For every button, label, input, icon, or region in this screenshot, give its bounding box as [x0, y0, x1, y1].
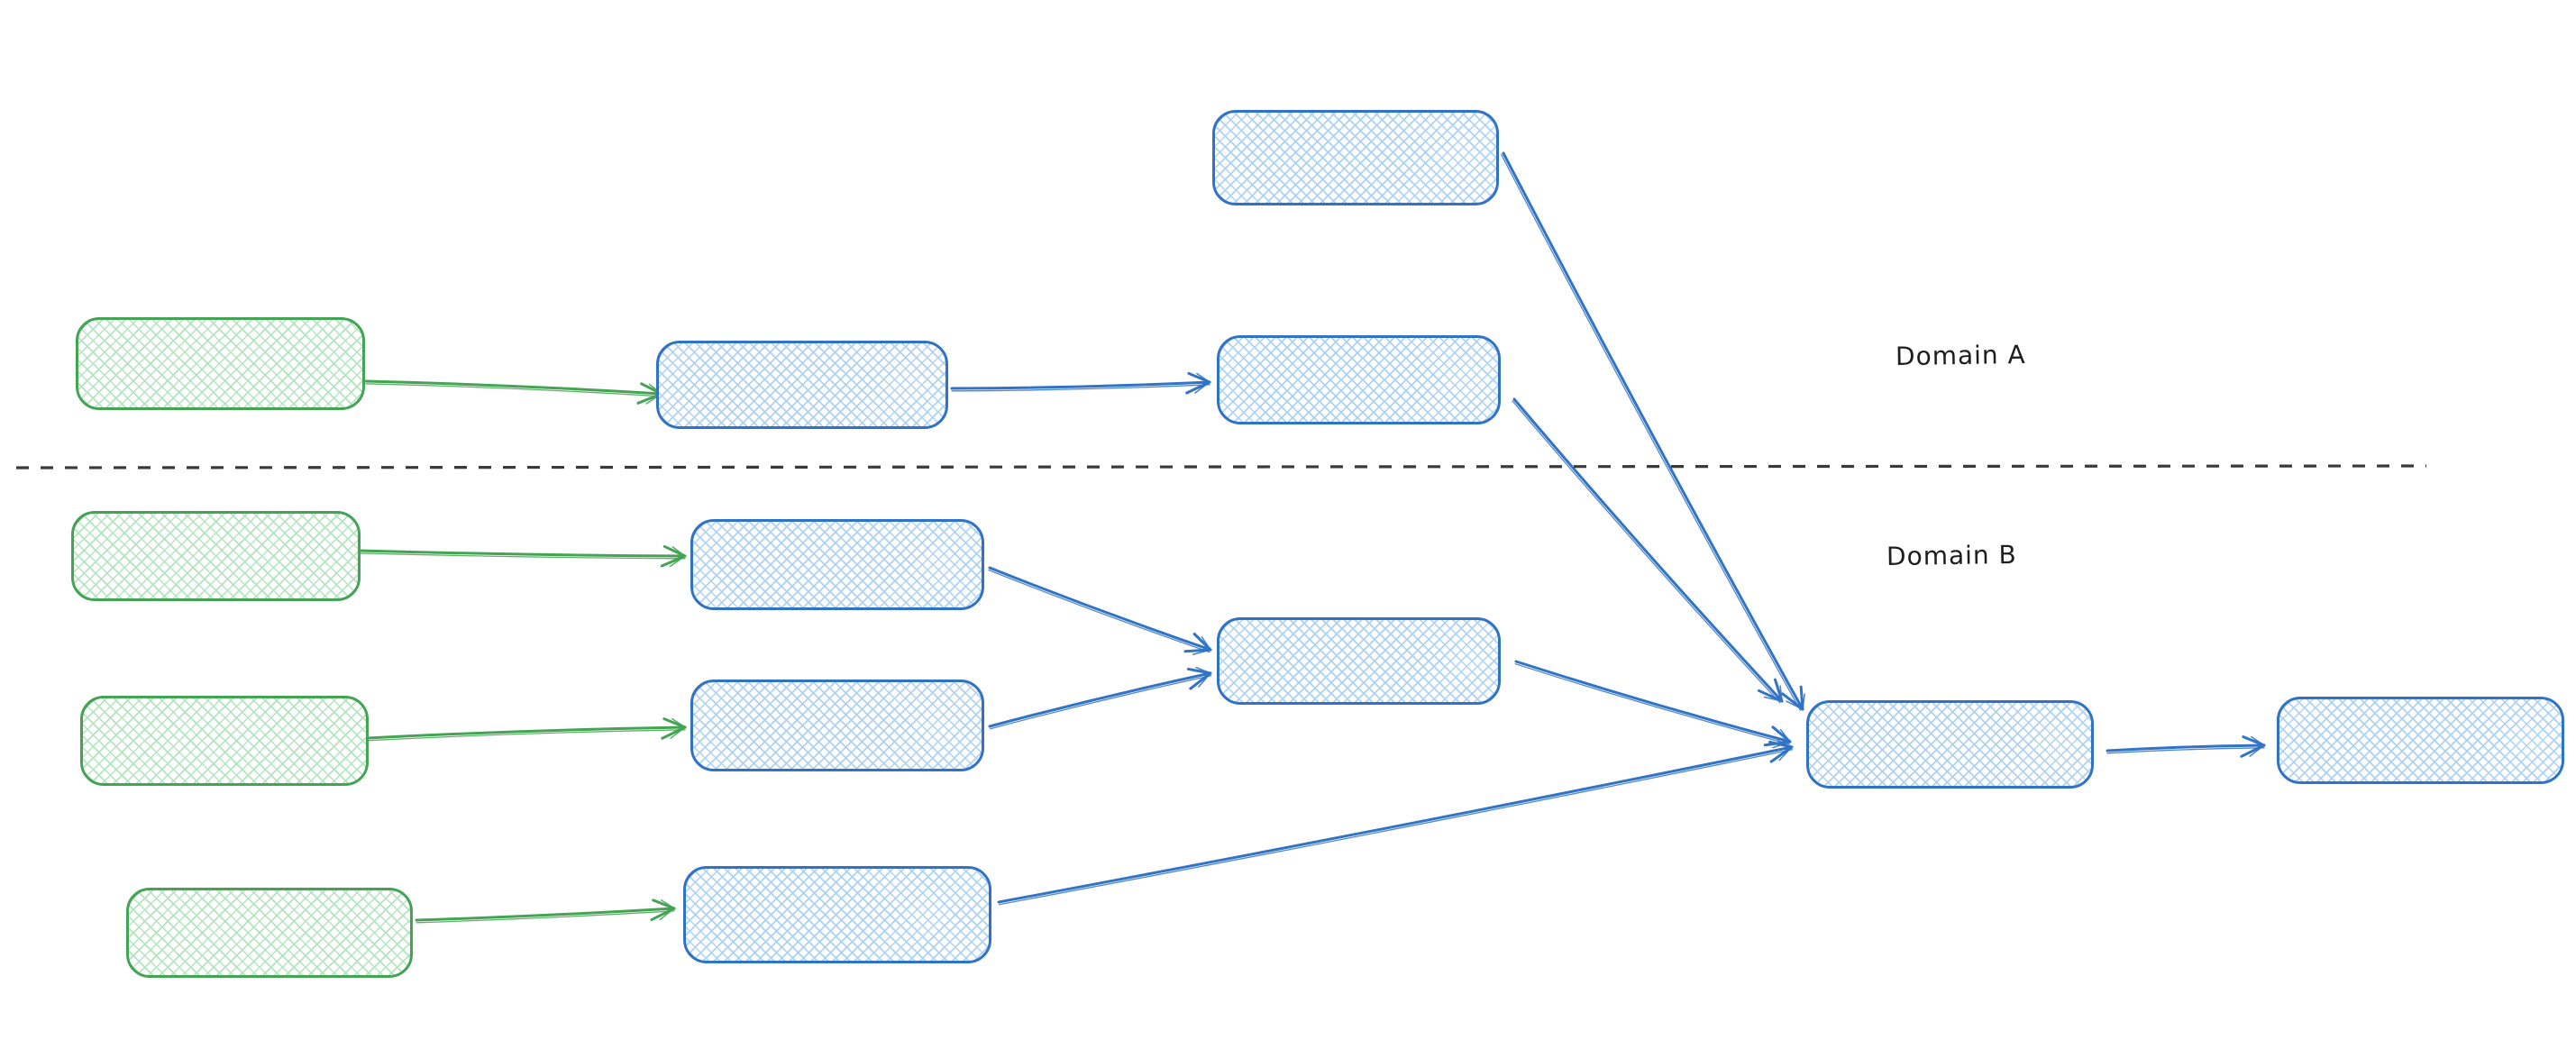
- edge-b-stage-1__b-merge: [988, 566, 1212, 655]
- node-b-input-1: [71, 511, 361, 601]
- edge-shared-sink__output: [2106, 735, 2266, 758]
- node-b-stage-3: [683, 866, 991, 963]
- node-shared-sink: [1806, 700, 2094, 789]
- domain-divider-line: [15, 464, 2427, 470]
- edge-a-stage-1__a-stage-2: [950, 371, 1211, 395]
- domain-b-label: Domain B: [1886, 539, 2017, 572]
- node-b-merge: [1217, 617, 1501, 705]
- edge-b-input-2__b-stage-2: [365, 717, 687, 742]
- edge-a-input__a-stage-1: [364, 379, 663, 405]
- node-b-input-3: [126, 888, 413, 978]
- edge-a-stage-2__shared-sink: [1512, 397, 1784, 704]
- node-a-stage-1: [656, 341, 948, 429]
- edge-b-stage-2__b-merge: [988, 666, 1212, 730]
- node-b-stage-2: [690, 680, 984, 771]
- edge-b-input-1__b-stage-1: [357, 544, 687, 568]
- node-a-stage-2: [1217, 335, 1501, 424]
- node-a-top-source: [1212, 110, 1499, 205]
- edge-a-top-source__shared-sink: [1500, 151, 1805, 711]
- node-b-stage-1: [690, 519, 984, 610]
- node-b-input-2: [80, 696, 369, 786]
- edge-b-input-3__b-stage-3: [415, 898, 676, 924]
- edge-b-stage-3__shared-sink: [997, 740, 1794, 906]
- domain-a-label: Domain A: [1895, 339, 2026, 372]
- edge-b-merge__shared-sink: [1514, 660, 1792, 749]
- node-a-input: [76, 317, 365, 410]
- node-output: [2277, 697, 2564, 784]
